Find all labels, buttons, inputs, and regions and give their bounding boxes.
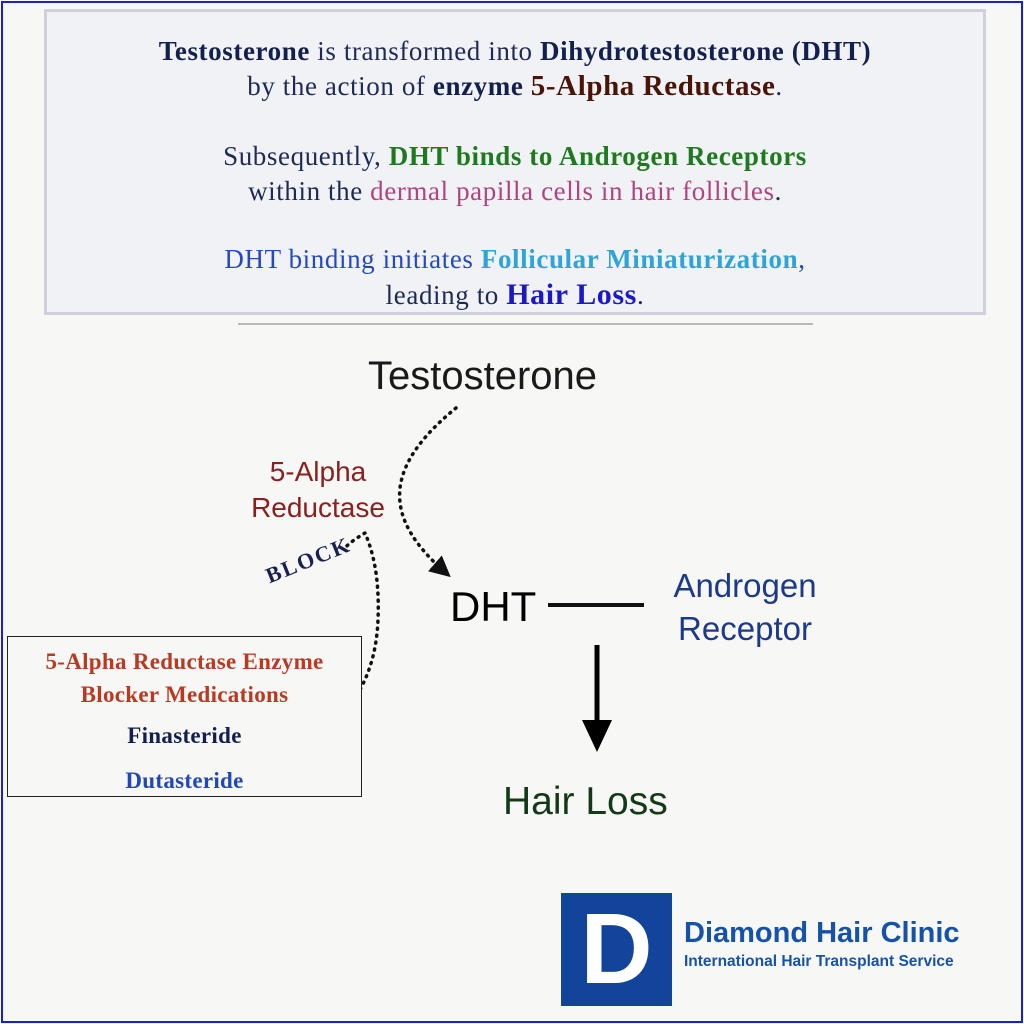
clinic-tagline: International Hair Transplant Service: [684, 953, 954, 970]
medications-title: 5-Alpha Reductase Enzyme Blocker Medicat…: [45, 649, 324, 707]
term-dht-binds: DHT binds to Androgen Receptors: [388, 141, 807, 171]
term-5-alpha-reductase: 5-Alpha Reductase: [530, 70, 776, 102]
info-paragraph-1: Testosterone is transformed into Dihydro…: [158, 36, 872, 102]
term-testosterone: Testosterone: [158, 36, 310, 66]
down-arrow-head: [582, 720, 612, 752]
dht-label: DHT: [450, 583, 537, 630]
clinic-name: Diamond Hair Clinic: [684, 917, 960, 949]
divider-rule: [238, 323, 813, 325]
androgen-receptor-label: Androgen Receptor: [673, 567, 817, 647]
testosterone-label: Testosterone: [368, 354, 598, 398]
logo-letter: D: [580, 893, 653, 1005]
term-enzyme: enzyme: [432, 71, 524, 101]
term-dht: Dihydrotestosterone (DHT): [540, 36, 872, 66]
info-paragraph-2: Subsequently, DHT binds to Androgen Rece…: [223, 141, 807, 206]
info-paragraph-3: DHT binding initiates Follicular Miniatu…: [224, 244, 806, 311]
dotted-arrow-testosterone-to-dht: [397, 406, 458, 578]
drug-dutasteride: Dutasteride: [125, 768, 244, 793]
term-dermal-papilla: dermal papilla cells in hair follicles: [370, 176, 775, 206]
info-box: Testosterone is transformed into Dihydro…: [44, 9, 986, 315]
term-follicular-miniaturization: Follicular Miniaturization: [480, 244, 799, 274]
term-hair-loss: Hair Loss: [506, 278, 637, 311]
medications-box: 5-Alpha Reductase Enzyme Blocker Medicat…: [7, 636, 362, 797]
logo-icon: D: [561, 893, 672, 1006]
drug-finasteride: Finasteride: [127, 723, 242, 748]
dotted-block-line: [271, 530, 381, 770]
enzyme-label: 5-Alpha Reductase: [251, 456, 385, 523]
hair-loss-label: Hair Loss: [503, 780, 668, 823]
